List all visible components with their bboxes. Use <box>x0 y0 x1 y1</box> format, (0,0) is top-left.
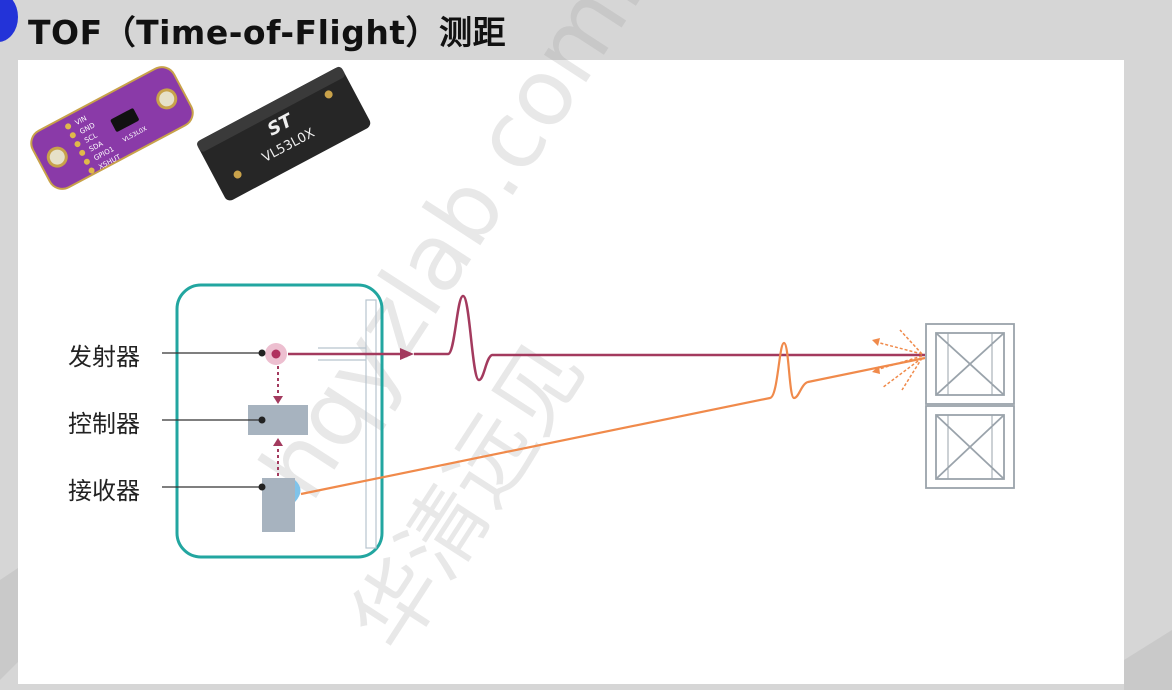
receiver-label: 接收器 <box>68 471 140 506</box>
cover-glass <box>366 300 376 548</box>
target-object-crates <box>926 324 1014 488</box>
emitter-label: 发射器 <box>68 337 140 372</box>
breakout-board-image: VIN GND SCL SDA GPIO1 XSHUT VL53L0X <box>26 62 198 195</box>
return-pulse-waveform <box>301 343 925 494</box>
receiver-block <box>262 478 295 532</box>
receiver-lens <box>295 480 301 502</box>
controller-label: 控制器 <box>68 404 140 439</box>
emitter-led <box>272 350 281 359</box>
emit-pulse-waveform <box>414 296 925 380</box>
vl53l0x-chip-image: ST VL53L0X <box>196 65 373 202</box>
emit-arrowhead <box>400 348 414 360</box>
